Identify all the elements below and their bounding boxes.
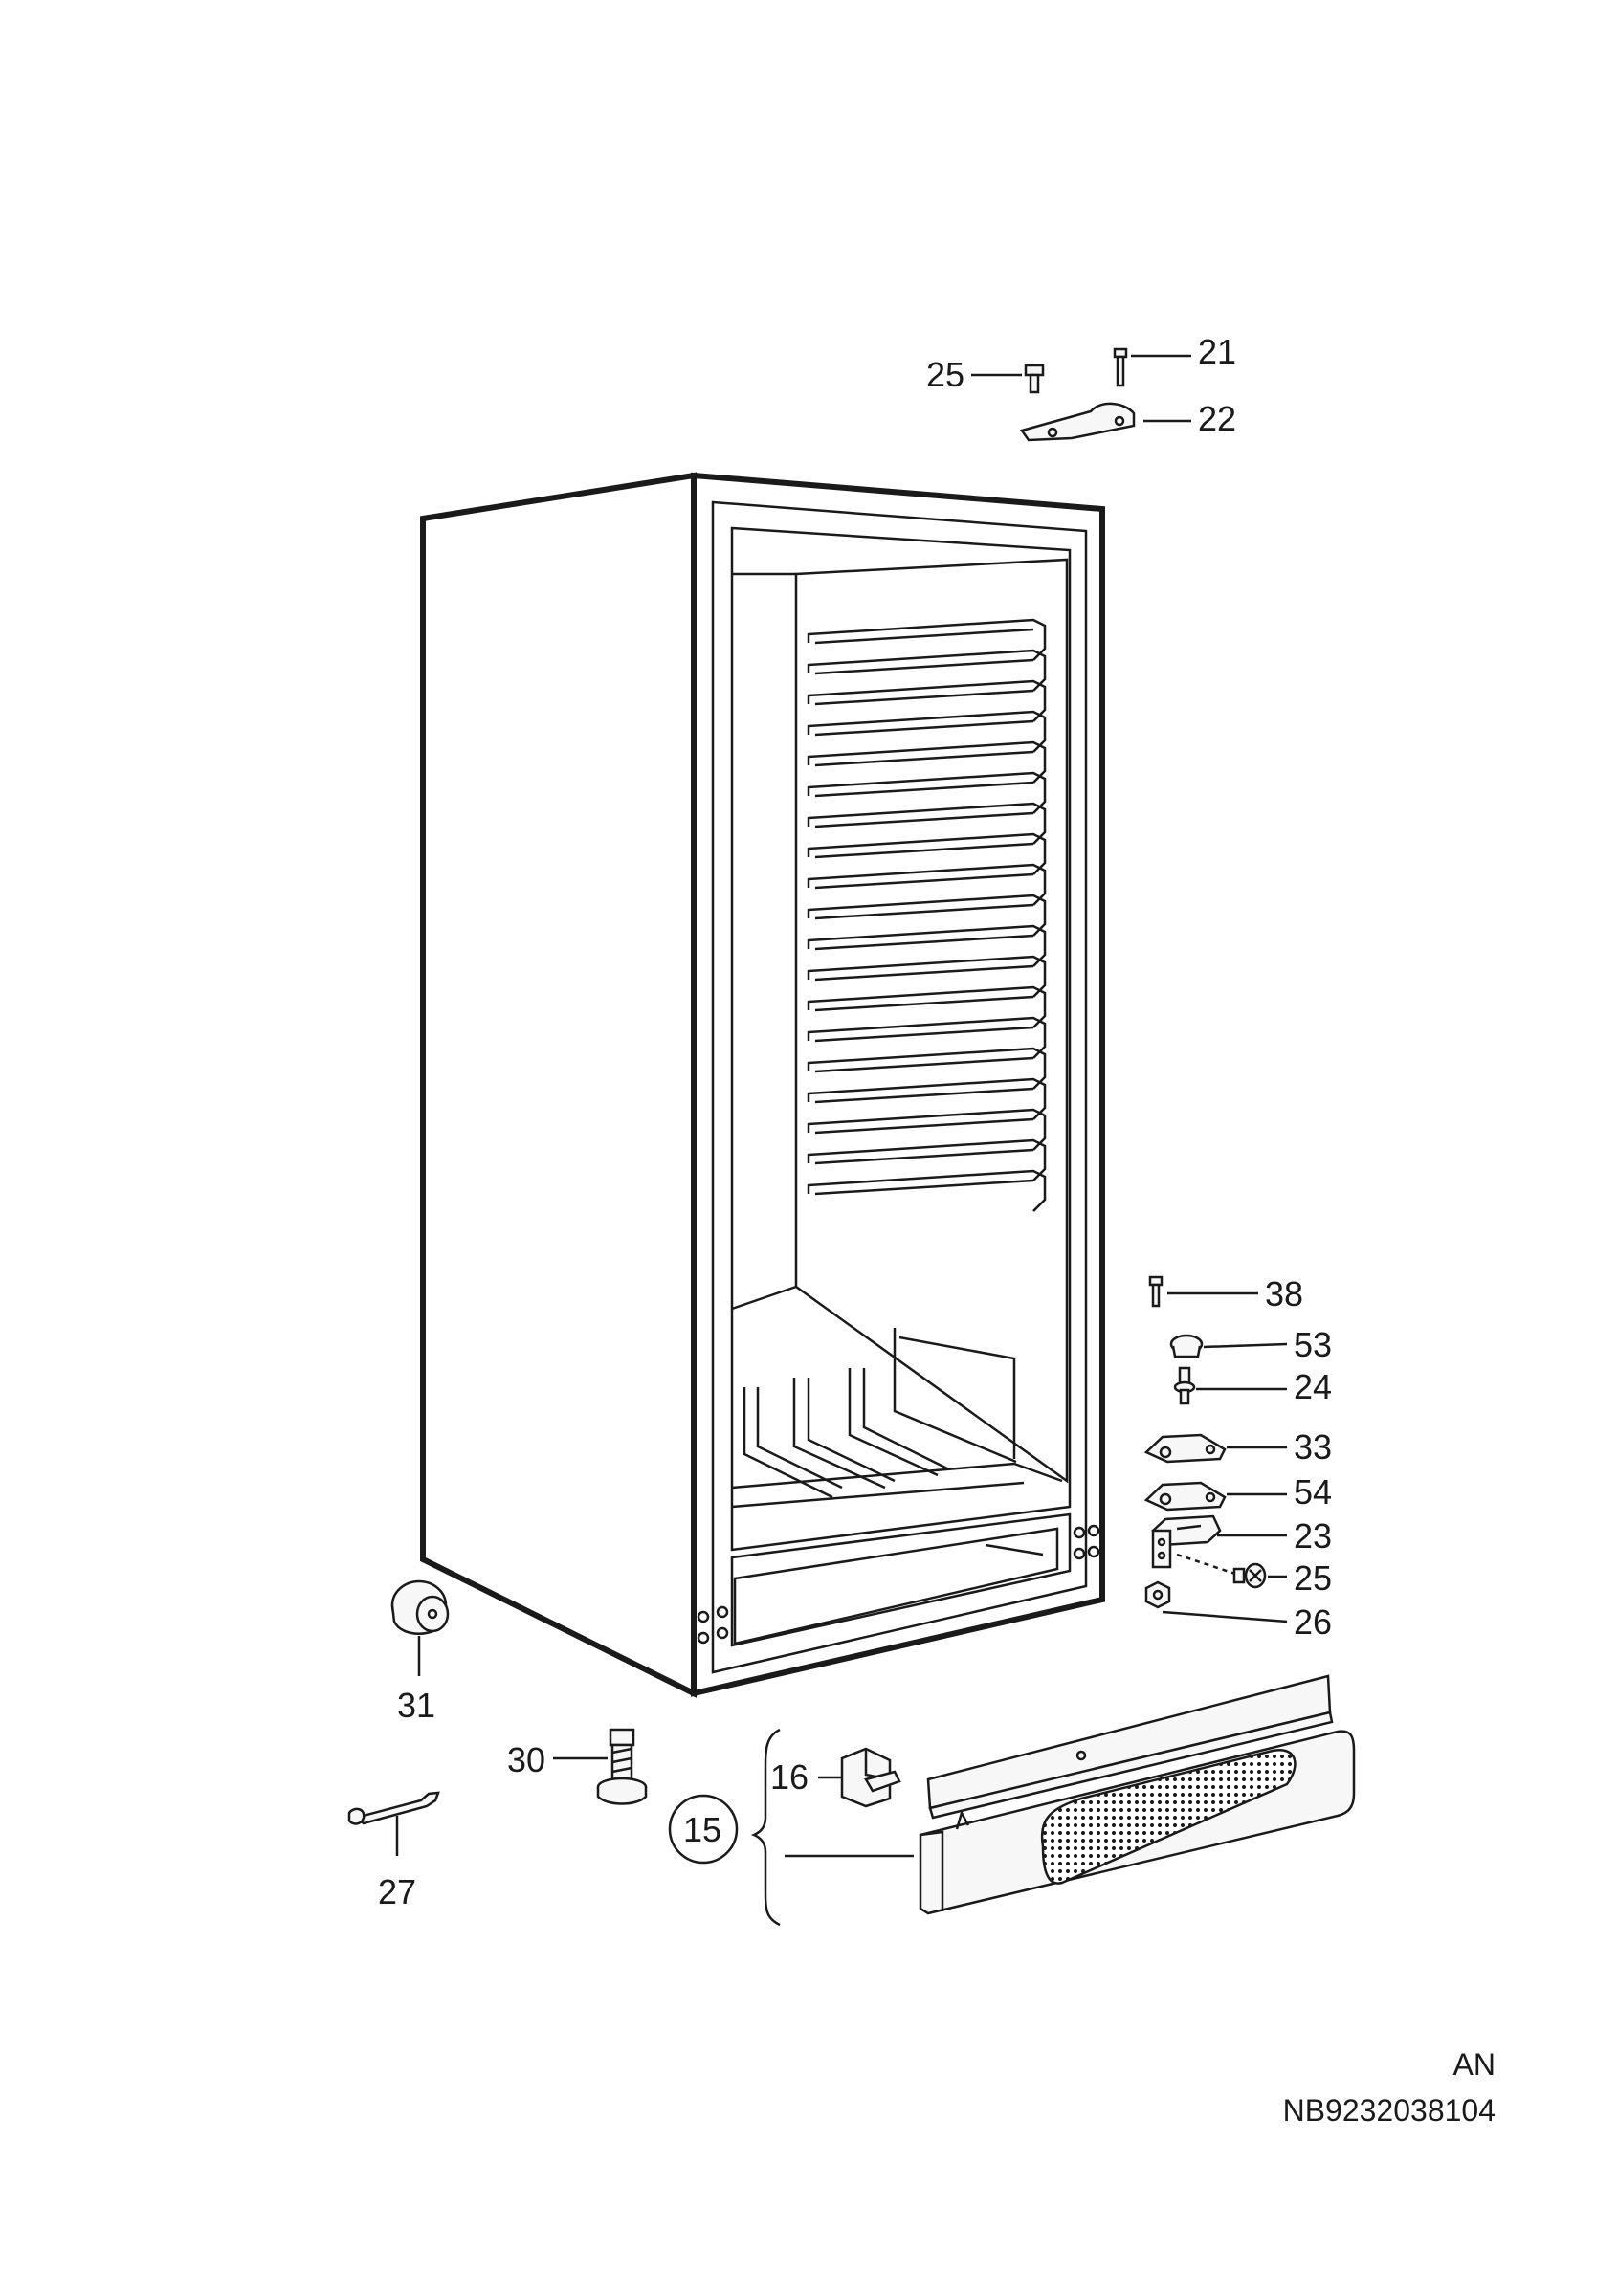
shelf-rail	[807, 955, 1047, 998]
callout-24: 24	[1294, 1367, 1332, 1406]
callout-23: 23	[1294, 1516, 1332, 1556]
shelf-rail	[807, 894, 1047, 937]
callout-53: 53	[1294, 1325, 1332, 1364]
callout-22: 22	[1198, 399, 1236, 438]
shelf-rails	[807, 618, 1047, 1212]
pin-24	[1173, 1366, 1196, 1405]
cabinet	[420, 472, 1105, 1698]
shelf-rail	[807, 710, 1047, 753]
shelf-rail	[807, 863, 1047, 906]
callout-38: 38	[1265, 1274, 1303, 1314]
callout-33: 33	[1294, 1427, 1332, 1467]
hinge-23	[1151, 1514, 1222, 1569]
washer-54	[1143, 1481, 1227, 1512]
clip-16	[840, 1747, 901, 1808]
nut-26	[1144, 1580, 1171, 1609]
shelf-rail	[807, 1077, 1047, 1120]
callout-27: 27	[378, 1872, 416, 1911]
callout-25-side: 25	[1294, 1558, 1332, 1598]
shelf-rail	[807, 985, 1047, 1028]
callout-54: 54	[1294, 1472, 1332, 1512]
shelf-rail	[807, 771, 1047, 814]
callout-16: 16	[770, 1757, 809, 1797]
callout-26: 26	[1294, 1602, 1332, 1642]
shelf-rail	[807, 679, 1047, 722]
callout-15: 15	[683, 1810, 721, 1849]
callout-15-circle	[668, 1794, 739, 1865]
screw-38	[1148, 1275, 1164, 1308]
shelf-rail	[807, 1169, 1047, 1212]
callout-25-top: 25	[926, 355, 964, 394]
cabinet-back-wall	[794, 558, 1069, 1484]
cabinet-side-panel	[420, 472, 697, 1698]
footer-variant: AN	[1452, 2047, 1496, 2082]
brace-15	[750, 1728, 781, 1927]
callout-21: 21	[1198, 332, 1236, 371]
shelf-rail	[807, 1138, 1047, 1181]
shelf-rail	[807, 924, 1047, 967]
shelf-rail	[807, 1108, 1047, 1151]
shelf-rail	[807, 618, 1047, 661]
cabinet-liner-opening	[730, 526, 1072, 1552]
screw-25-side	[1176, 1553, 1267, 1589]
callout-31: 31	[397, 1686, 435, 1725]
hinge-holes-left	[697, 1605, 729, 1645]
leveling-foot-30	[596, 1728, 648, 1805]
shelf-rail	[807, 832, 1047, 875]
cap-53	[1169, 1334, 1204, 1358]
bracket-33	[1143, 1433, 1227, 1464]
cabinet-bottom-compartment	[730, 1512, 1072, 1647]
footer-code: NB9232038104	[1282, 2093, 1496, 2128]
hinge-plate-22	[1019, 402, 1136, 442]
foot-31	[390, 1579, 450, 1635]
grille-mesh	[1040, 1748, 1297, 1885]
shelf-rail	[807, 1047, 1047, 1090]
shelf-rail	[807, 802, 1047, 845]
wrench-27	[347, 1791, 440, 1825]
callout-30: 30	[507, 1740, 545, 1779]
kickplate-grille	[919, 1674, 1356, 1915]
shelf-rail	[807, 740, 1047, 784]
screw-25-top	[1024, 364, 1045, 394]
cabinet-bottom-drawer-face	[733, 1527, 1059, 1645]
shelf-rail	[807, 649, 1047, 692]
bottom-tubes	[731, 1328, 1063, 1509]
shelf-rail	[807, 1016, 1047, 1059]
screw-21	[1113, 347, 1128, 387]
hinge-holes-right	[1073, 1524, 1100, 1560]
